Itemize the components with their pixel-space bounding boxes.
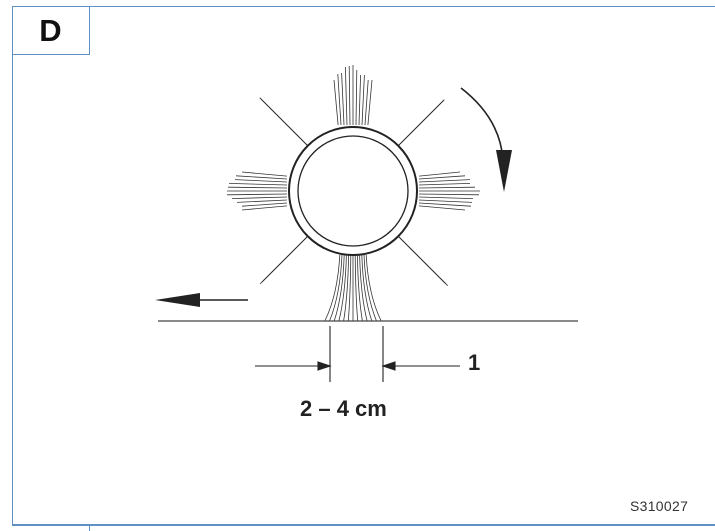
contact-bristle xyxy=(365,254,382,322)
contact-bristle xyxy=(357,254,363,322)
bristle-tuft xyxy=(259,97,318,156)
contact-bristle xyxy=(347,254,352,322)
brush-bristles xyxy=(226,65,480,286)
contact-bristle xyxy=(324,254,341,322)
contact-bristle xyxy=(363,254,377,322)
contact-bristle xyxy=(333,254,345,322)
bristle-tuft xyxy=(226,171,288,211)
bristle-tuft xyxy=(333,65,373,126)
brush-roller-icon xyxy=(288,126,418,256)
travel-direction-arrow-icon xyxy=(155,293,248,307)
panel-letter: D xyxy=(39,12,62,48)
callout-number: 1 xyxy=(468,350,481,375)
figure-code: S310027 xyxy=(630,498,689,514)
contact-bristle xyxy=(354,254,359,322)
contact-width-label: 2 – 4 cm xyxy=(300,396,387,421)
rotation-arrow-icon xyxy=(460,87,512,192)
contact-bristle xyxy=(343,254,349,322)
bristle-tuft xyxy=(418,171,480,211)
contact-bristle xyxy=(361,254,373,322)
bristle-tuft xyxy=(388,226,448,286)
contact-bristle xyxy=(338,254,347,322)
bottom-divider-tick xyxy=(89,524,90,531)
bottom-divider xyxy=(12,524,715,531)
panel-label-box: D xyxy=(12,6,90,55)
contact-bristles xyxy=(324,254,382,322)
bristle-tuft xyxy=(388,99,445,156)
contact-bristle xyxy=(359,254,368,322)
contact-bristle xyxy=(329,254,343,322)
figure-frame xyxy=(12,6,715,526)
dimension-marker xyxy=(255,326,460,382)
brush-core-ring xyxy=(297,135,409,247)
